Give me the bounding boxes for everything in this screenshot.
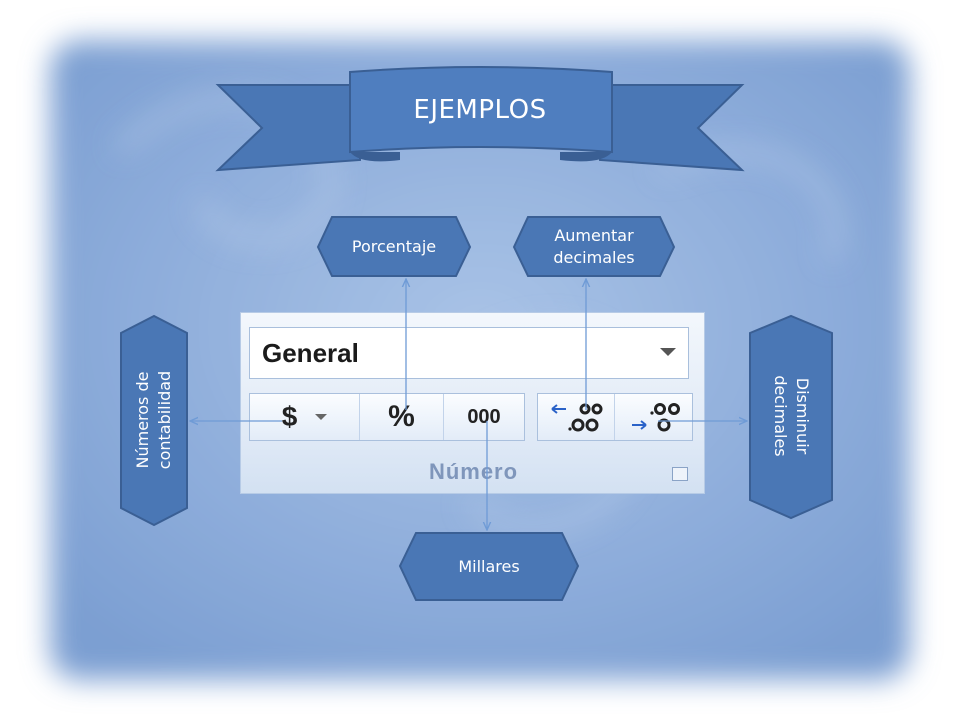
aumentar-shape (512, 216, 676, 277)
thousands-icon: 000 (467, 405, 501, 428)
millares-text: Millares (458, 556, 520, 576)
increase-decimal-icon (551, 403, 603, 432)
millares-shape (398, 532, 580, 601)
increase-decimal-button[interactable] (538, 394, 615, 440)
numeros-line-2: contabilidad (155, 370, 174, 470)
disminuir-line-1: Disminuir (793, 377, 812, 455)
dialog-launcher-icon[interactable] (672, 467, 688, 481)
aumentar-line-1: Aumentar (554, 225, 634, 245)
aumentar-label: Aumentar decimales (528, 217, 660, 276)
chevron-down-icon[interactable] (660, 348, 676, 356)
porcentaje-shape (316, 216, 472, 277)
millares-label: Millares (416, 533, 562, 600)
thousands-button[interactable]: 000 (444, 394, 524, 440)
percent-icon: % (388, 400, 415, 433)
decimal-button-group (537, 393, 693, 441)
disminuir-label: Disminuir decimales (761, 336, 821, 496)
group-label: Número (428, 459, 519, 484)
decrease-decimal-button[interactable] (615, 394, 692, 440)
numeros-shape (120, 314, 188, 527)
format-button-group: $ % 000 (249, 393, 525, 441)
number-format-combo[interactable]: General (249, 327, 689, 379)
porcentaje-label: Porcentaje (332, 217, 456, 276)
banner-ribbon (215, 66, 745, 172)
banner-title: EJEMPLOS (413, 95, 547, 125)
chevron-down-icon[interactable] (315, 414, 328, 420)
disminuir-line-2: decimales (771, 375, 790, 457)
dollar-icon: $ (281, 401, 298, 432)
number-format-ribbon: General $ % 000 (240, 312, 705, 494)
decrease-decimal-icon (631, 403, 680, 432)
disminuir-shape (749, 314, 833, 520)
porcentaje-text: Porcentaje (351, 236, 437, 256)
numeros-line-1: Números de (133, 371, 152, 469)
numeros-label: Números de contabilidad (124, 335, 184, 505)
number-format-value: General (262, 337, 359, 368)
percent-button[interactable]: % (360, 394, 444, 440)
aumentar-line-2: decimales (553, 247, 635, 267)
currency-button[interactable]: $ (250, 394, 360, 440)
